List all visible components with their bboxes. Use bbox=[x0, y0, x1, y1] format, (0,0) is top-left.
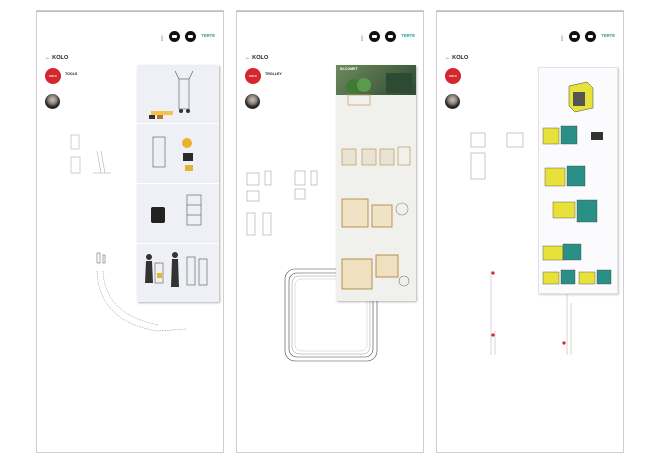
people-render bbox=[145, 252, 208, 287]
poster-sheet-1: kolo TERTE ← KOLO KOLO TOOLS bbox=[36, 10, 224, 453]
project-title: TOOLS bbox=[65, 72, 78, 76]
tech-drawing-grid bbox=[246, 170, 318, 236]
brand-label[interactable]: ← KOLO bbox=[445, 55, 469, 61]
terte-badge: TERTE bbox=[201, 33, 215, 38]
brand-row: ← KOLO bbox=[45, 55, 215, 61]
sheet-top-rule bbox=[37, 11, 223, 12]
project-logo-circle: KOLO bbox=[245, 68, 261, 84]
hanger-icon bbox=[369, 30, 381, 42]
cart-icon bbox=[385, 30, 397, 42]
project-logo-circle: KOLO bbox=[45, 68, 61, 84]
sheet-top-rule bbox=[237, 11, 423, 12]
avatar bbox=[45, 94, 60, 109]
trolley-render-3 bbox=[151, 194, 202, 226]
tech-drawing-1 bbox=[70, 134, 111, 174]
brand-row: ← KOLO bbox=[445, 55, 615, 61]
vertical-caption: kolo bbox=[160, 35, 165, 41]
cart-icon bbox=[585, 30, 597, 42]
module-renders bbox=[542, 81, 612, 285]
project-title: TROLLEY bbox=[265, 72, 282, 76]
sheet-top-rule bbox=[437, 11, 623, 12]
frame-wireframe bbox=[284, 268, 378, 362]
plant-render bbox=[346, 78, 371, 106]
vertical-caption: kolo bbox=[560, 35, 565, 41]
module-panel bbox=[538, 67, 618, 294]
brand-label[interactable]: ← KOLO bbox=[245, 55, 269, 61]
brand-label[interactable]: ← KOLO bbox=[45, 55, 69, 61]
hoop-drawing bbox=[96, 252, 188, 332]
cart-renders-bottom bbox=[341, 254, 410, 290]
poster-sheet-2: kolo TERTE ← KOLO KOLO TROLLEY IN-COMET bbox=[236, 10, 424, 453]
brand-row: ← KOLO bbox=[245, 55, 415, 61]
hanger-icon bbox=[169, 30, 181, 42]
tech-drawing-box bbox=[470, 132, 524, 180]
hanger-icon bbox=[569, 30, 581, 42]
cart-icon bbox=[185, 30, 197, 42]
header-icons: kolo TERTE bbox=[560, 29, 615, 43]
terte-badge: TERTE bbox=[401, 33, 415, 38]
header-icons: kolo TERTE bbox=[360, 29, 415, 43]
render-panel: IN-COMET bbox=[336, 65, 416, 301]
trolley-render-2 bbox=[152, 136, 193, 171]
vertical-caption: kolo bbox=[360, 35, 365, 41]
panel-text-box bbox=[386, 73, 412, 93]
panel-heading: IN-COMET bbox=[340, 67, 358, 71]
avatar bbox=[445, 94, 460, 109]
terte-badge: TERTE bbox=[601, 33, 615, 38]
trolley-render-1 bbox=[149, 70, 194, 119]
render-panel bbox=[137, 65, 219, 302]
cart-renders-large bbox=[341, 198, 409, 228]
poster-sheet-3: kolo TERTE ← KOLO KOLO bbox=[436, 10, 624, 453]
cart-renders-row bbox=[341, 146, 411, 166]
avatar bbox=[245, 94, 260, 109]
header-icons: kolo TERTE bbox=[160, 29, 215, 43]
project-logo-circle: KOLO bbox=[445, 68, 461, 84]
